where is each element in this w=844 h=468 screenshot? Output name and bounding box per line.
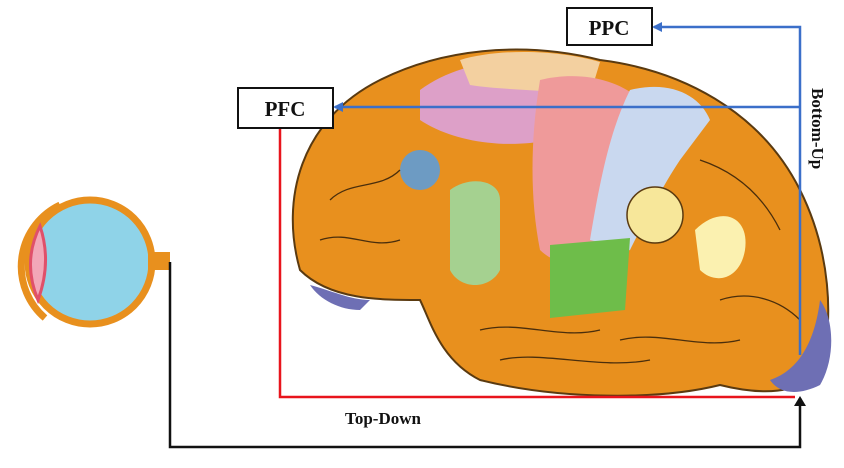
top-down-line xyxy=(278,128,795,399)
ppc-label: PPC xyxy=(589,16,630,40)
pfc-box xyxy=(237,87,334,129)
brain-illustration xyxy=(291,48,832,397)
bottom-up-line-ppc xyxy=(652,22,802,355)
eye-icon xyxy=(17,196,170,328)
bottom-up-label: Bottom-Up xyxy=(808,88,827,169)
pfc-label: PFC xyxy=(265,97,306,121)
top-down-label: Top-Down xyxy=(345,409,421,428)
visual-input-line xyxy=(168,262,806,449)
ppc-box xyxy=(566,7,653,46)
